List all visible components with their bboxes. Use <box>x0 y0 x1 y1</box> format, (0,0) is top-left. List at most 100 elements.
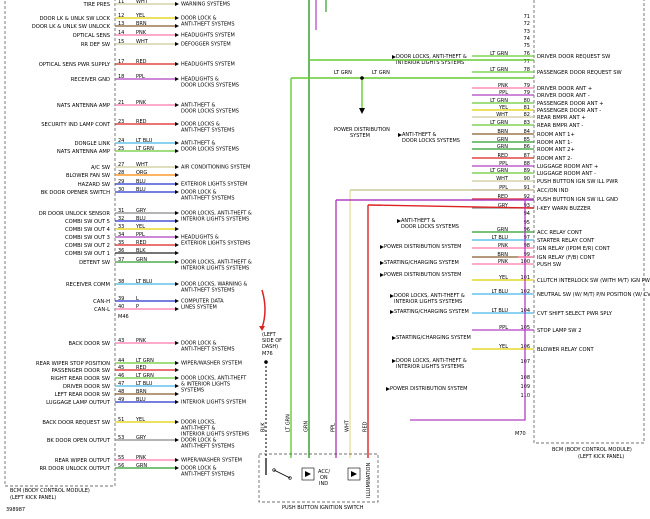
right-pin-label: ACC RELAY CONT <box>537 230 583 236</box>
left-wire-color: PPL <box>136 74 145 80</box>
diagram-id: 398987 <box>6 507 25 513</box>
left-arrow <box>175 16 179 20</box>
left-pin-number: 48 <box>118 389 124 395</box>
left-pin-number: 11 <box>118 0 124 5</box>
left-pin-label: DRIVER DOOR SW <box>63 384 110 390</box>
left-pin-label: RECEIVER GND <box>71 77 110 83</box>
branch-wire-color-left: LT GRN <box>334 70 352 76</box>
left-pin-number: 49 <box>118 397 124 403</box>
left-system-label: DOOR LOCKS & <box>181 122 220 128</box>
left-connector-id: M46 <box>118 314 129 320</box>
right-pin-number: 79 <box>524 90 530 96</box>
right-pin-number: 80 <box>524 98 530 104</box>
left-system-label: EXTERIOR LIGHTS SYSTEM <box>181 182 247 188</box>
left-arrow <box>175 122 179 126</box>
left-pin-number: 29 <box>118 179 124 185</box>
left-pin-label: RIGHT REAR DOOR SW <box>51 376 110 382</box>
left-system-label: COMPUTER DATA <box>181 299 224 305</box>
right-wire-color: LT GRN <box>490 120 508 126</box>
right-pin-label: ROOM ANT 1- <box>537 140 572 146</box>
left-pin-number: 45 <box>118 365 124 371</box>
left-system-label: SYSTEMS <box>181 388 204 394</box>
left-system-label: DOOR LOCK & <box>181 341 217 347</box>
red-marker <box>261 289 266 329</box>
left-arrow <box>175 211 179 215</box>
switch-wire-color: RED <box>363 421 369 432</box>
left-pin-label: COMBI SW OUT 4 <box>65 227 111 233</box>
left-pin-label: BACK DOOR SW <box>68 341 110 347</box>
right-wire-color: WHT <box>496 112 509 118</box>
left-system-label: HEADLIGHTS SYSTEM <box>181 62 235 68</box>
right-pin-number: 81 <box>524 105 530 111</box>
left-pin-label: PASSENGER DOOR SW <box>52 368 110 374</box>
ground-label-2: SIDE OF <box>262 338 282 344</box>
left-pin-label: LEFT REAR DOOR SW <box>55 392 110 398</box>
left-wire-color: GRY <box>136 435 147 441</box>
left-arrow <box>175 376 179 380</box>
left-pin-number: 36 <box>118 248 124 254</box>
left-pin-number: 31 <box>118 208 124 214</box>
left-arrow <box>175 361 179 365</box>
left-system-label: LINES SYSTEM <box>181 305 217 311</box>
right-pin-number: 83 <box>524 120 530 126</box>
left-system-label: DOOR LOCKS SYSTEMS <box>181 83 239 89</box>
left-system-label: INTERIOR LIGHTS SYSTEMS <box>181 266 249 272</box>
right-wire-color: PNK <box>498 83 509 89</box>
right-wire-color: PPL <box>499 185 508 191</box>
left-system-label: HEADLIGHTS & <box>181 235 219 241</box>
right-pin-number: 93 <box>524 203 530 209</box>
left-arrow <box>175 384 179 388</box>
left-system-label: ANTI-THEFT SYSTEMS <box>181 196 235 202</box>
left-pin-label: RR DOOR UNLOCK OUTPUT <box>39 466 110 472</box>
left-pin-label: RECEIVER COMM <box>66 282 110 288</box>
right-pin-number: 95 <box>524 220 530 226</box>
left-pin-label: BACK DOOR REQUEST SW <box>42 420 110 426</box>
left-arrow <box>175 2 179 6</box>
right-pin-label: CVT SHIFT SELECT PWR SPLY <box>537 311 613 317</box>
acc-label-2: ON <box>320 475 328 481</box>
right-system-label: STARTING/CHARGING SYSTEM <box>394 309 469 315</box>
left-wire-color: YEL <box>135 13 145 19</box>
left-pin-number: 43 <box>118 338 124 344</box>
left-wire-color: PNK <box>136 338 147 344</box>
right-wire-color: PPL <box>499 90 508 96</box>
left-pin-label: DETENT SW <box>79 260 110 266</box>
right-pin-label: ROOM ANT 1+ <box>537 132 575 138</box>
left-system-label: INTERIOR LIGHTS SYSTEMS <box>181 217 249 223</box>
right-pin-label: I-KEY WARN BUZZER <box>537 206 591 212</box>
left-pin-number: 53 <box>118 435 124 441</box>
right-pin-number: 84 <box>524 129 530 135</box>
left-wire-color: LT BLU <box>136 279 153 285</box>
left-pin-number: 38 <box>118 279 124 285</box>
left-pin-number: 55 <box>118 455 124 461</box>
left-pin-label: NATS ANTENNA AMP <box>57 149 110 155</box>
right-pin-number: 82 <box>524 112 530 118</box>
right-pin-label: REAR BMPR ANT - <box>537 123 583 129</box>
left-pin-number: 32 <box>118 216 124 222</box>
left-pin-label: DOOR LK & UNLK SW LOCK <box>39 16 110 22</box>
left-wire-color: YEL <box>135 417 145 423</box>
ground-label-1: (LEFT <box>262 332 277 338</box>
left-wire-color: WHT <box>136 39 149 45</box>
switch-wire-color: LT GRN <box>286 414 292 432</box>
left-pin-label: TIRE PRES <box>82 2 110 8</box>
acc-led-symbol <box>305 471 311 477</box>
right-wire-color: LT GRN <box>490 98 508 104</box>
right-system-label: ANTI-THEFT & <box>402 132 436 138</box>
ppl-loop-wire <box>410 198 534 421</box>
switch-wire-color: PPL <box>331 423 337 432</box>
left-arrow <box>175 341 179 345</box>
left-system-label: ANTI-THEFT SYSTEMS <box>181 128 235 134</box>
left-arrow <box>175 235 179 239</box>
right-wire-color: YEL <box>498 344 508 350</box>
right-system-label: DOOR LOCKS SYSTEMS <box>402 138 460 144</box>
right-pin-number: 79 <box>524 83 530 89</box>
left-pin-label: NATS ANTENNA AMP <box>57 103 110 109</box>
left-pin-label: COMBI SW OUT 5 <box>65 219 110 225</box>
left-system-label: INTERIOR LIGHTS SYSTEM <box>181 400 246 406</box>
left-system-label: ANTI-THEFT SYSTEMS <box>181 22 235 28</box>
right-system-label: DOOR LOCKS, ANTI-THEFT & <box>394 293 465 299</box>
branch-wire-color-right: LT GRN <box>372 70 390 76</box>
